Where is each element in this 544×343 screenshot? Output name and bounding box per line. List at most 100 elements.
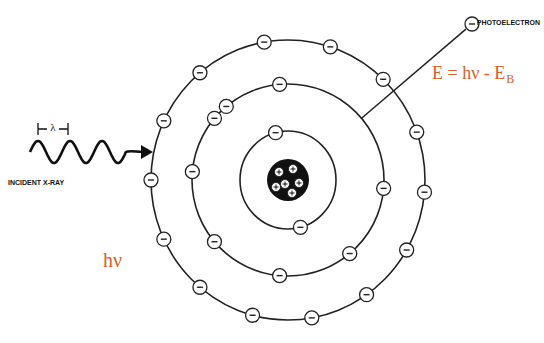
electron	[273, 77, 287, 91]
minus-sign	[469, 23, 475, 24]
electron	[273, 269, 287, 283]
proton-circle	[281, 180, 290, 189]
nucleus	[267, 159, 309, 201]
electron	[410, 125, 424, 139]
electron	[400, 243, 414, 257]
minus-sign	[273, 132, 279, 133]
electron-circle	[144, 173, 158, 187]
minus-sign	[381, 188, 387, 189]
proton	[288, 189, 297, 198]
electron	[157, 114, 171, 128]
electron	[193, 66, 207, 80]
wavelength-bracket	[38, 123, 68, 135]
electron	[343, 247, 357, 261]
electron-circle	[343, 247, 357, 261]
electron	[377, 181, 391, 195]
minus-sign	[347, 253, 353, 254]
minus-sign	[277, 275, 283, 276]
electron-shell	[192, 84, 384, 276]
electron	[144, 173, 158, 187]
minus-sign	[364, 294, 370, 295]
electron-circle	[273, 269, 287, 283]
electron-circle	[157, 114, 171, 128]
electron-circle	[323, 40, 337, 54]
minus-sign	[161, 238, 167, 239]
electron-circle	[269, 126, 283, 140]
electron-circle	[273, 77, 287, 91]
minus-sign	[223, 106, 229, 107]
minus-sign	[277, 84, 283, 85]
minus-sign	[380, 79, 386, 80]
electron-shell	[151, 40, 425, 320]
electron	[185, 165, 199, 179]
electron	[157, 232, 171, 246]
electron-circle	[207, 111, 221, 125]
electron-circle	[417, 185, 431, 199]
plus-sign	[291, 167, 296, 172]
x-ray-wave	[30, 141, 143, 163]
minus-sign	[404, 249, 410, 250]
electron-circle	[305, 311, 319, 325]
plus-sign	[277, 170, 282, 175]
electron-circle	[219, 99, 233, 113]
minus-sign	[197, 287, 203, 288]
proton	[281, 180, 290, 189]
electron-circle	[376, 72, 390, 86]
plus-sign	[290, 191, 295, 196]
proton-circle	[272, 183, 281, 192]
electron	[417, 185, 431, 199]
electron	[207, 235, 221, 249]
minus-sign	[211, 241, 217, 242]
electron	[323, 40, 337, 54]
electron-circle	[360, 288, 374, 302]
equation-subscript: B	[506, 73, 514, 85]
plus-sign	[274, 185, 279, 190]
electron	[207, 111, 221, 125]
electron-circle	[257, 35, 271, 49]
minus-sign	[421, 192, 427, 193]
electron	[269, 126, 283, 140]
electron	[219, 99, 233, 113]
minus-sign	[211, 118, 217, 119]
electron	[293, 220, 307, 234]
electron	[193, 280, 207, 294]
minus-sign	[327, 46, 333, 47]
electron-circle	[193, 280, 207, 294]
minus-sign	[148, 179, 154, 180]
arrowhead	[141, 145, 153, 159]
proton-circle	[295, 179, 304, 188]
wavelength-symbol: λ	[50, 122, 55, 133]
minus-sign	[261, 41, 267, 42]
electron-circle	[400, 243, 414, 257]
proton	[289, 165, 298, 174]
electron-circle	[207, 235, 221, 249]
electron-circle	[157, 232, 171, 246]
plus-sign	[283, 182, 288, 187]
electron	[376, 72, 390, 86]
proton-circle	[288, 189, 297, 198]
wave-label: INCIDENT X-RAY	[8, 179, 64, 186]
electron-shell	[240, 131, 336, 229]
electron-circle	[185, 165, 199, 179]
electron	[360, 288, 374, 302]
proton-circle	[275, 168, 284, 177]
electron-circle	[293, 220, 307, 234]
electron	[246, 308, 260, 322]
minus-sign	[189, 171, 195, 172]
electron-circle	[246, 308, 260, 322]
plus-sign	[297, 181, 302, 186]
minus-sign	[250, 315, 256, 316]
energy-equation: E = hν - E	[432, 64, 505, 82]
electron-circle	[377, 181, 391, 195]
electron-circle	[410, 125, 424, 139]
proton	[272, 183, 281, 192]
proton	[295, 179, 304, 188]
minus-sign	[414, 131, 420, 132]
photoelectron-label: PHOTOELECTRON	[477, 19, 540, 26]
proton-circle	[289, 165, 298, 174]
photon-energy: hν	[103, 250, 122, 270]
electron	[305, 311, 319, 325]
proton	[275, 168, 284, 177]
